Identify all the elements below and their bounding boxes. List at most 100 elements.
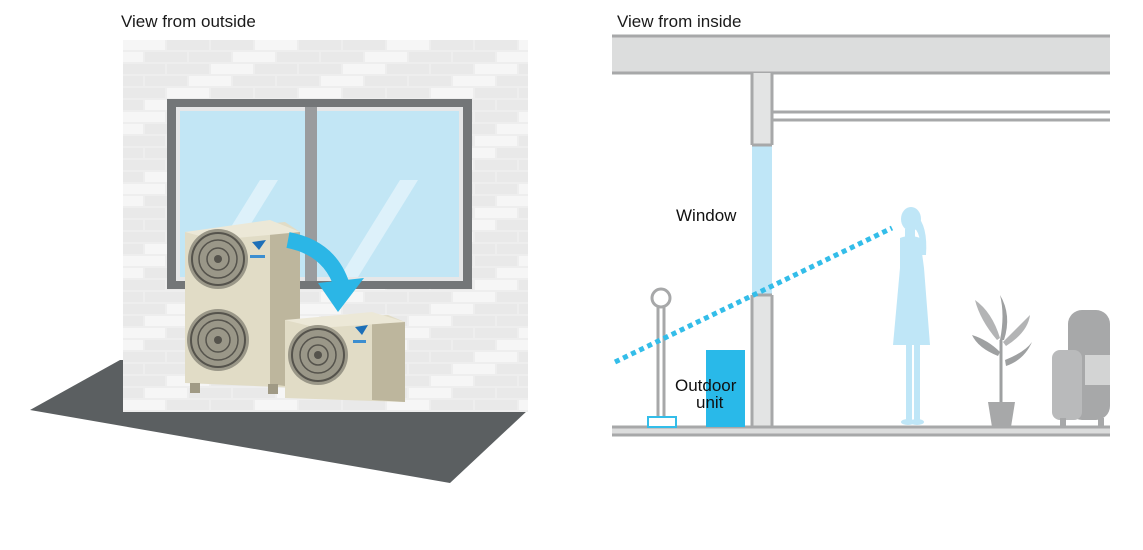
brick	[475, 352, 517, 362]
brand-logo-icon	[252, 240, 266, 250]
model-badge	[250, 255, 265, 258]
brick	[431, 64, 473, 74]
brick	[123, 388, 143, 398]
brick	[475, 280, 517, 290]
armchair	[1052, 310, 1110, 427]
brick	[453, 52, 495, 62]
brick	[145, 268, 187, 278]
brick	[409, 340, 451, 350]
brick	[475, 328, 517, 338]
brick	[519, 208, 528, 218]
brick	[123, 268, 143, 278]
brick	[233, 76, 275, 86]
relocate-arrow	[286, 232, 350, 289]
brick	[453, 364, 495, 374]
brick	[277, 52, 319, 62]
brand-logo-icon	[355, 325, 368, 335]
brick	[343, 64, 385, 74]
brick	[145, 148, 187, 158]
railing-post-top	[650, 287, 672, 309]
brick	[299, 400, 341, 410]
brick	[409, 316, 451, 326]
brick	[255, 40, 297, 50]
brick	[431, 352, 473, 362]
brick	[497, 196, 528, 206]
sightline	[613, 225, 894, 365]
brick	[145, 76, 187, 86]
brick	[453, 340, 495, 350]
brick	[519, 400, 528, 410]
brick	[497, 76, 528, 86]
small-unit-top	[285, 312, 405, 328]
window-pane-right	[316, 111, 459, 277]
brick	[453, 148, 495, 158]
brick	[387, 40, 429, 50]
brick	[453, 196, 495, 206]
brick	[475, 136, 517, 146]
brick	[123, 340, 143, 350]
brick	[299, 304, 341, 314]
brick	[409, 292, 451, 302]
brick	[123, 64, 165, 74]
brick	[123, 136, 165, 146]
brick	[519, 40, 528, 50]
brick	[145, 340, 187, 350]
brick	[123, 88, 165, 98]
brick	[189, 388, 231, 398]
brick	[453, 220, 495, 230]
brick	[123, 148, 143, 158]
brick	[453, 268, 495, 278]
brick	[189, 76, 231, 86]
floor-slab	[612, 427, 1110, 435]
small-unit-side	[372, 317, 405, 402]
brick	[431, 40, 473, 50]
brick	[431, 376, 473, 386]
brick	[475, 376, 517, 386]
brick	[519, 136, 528, 146]
brick	[255, 88, 297, 98]
brick	[387, 64, 429, 74]
brick	[387, 400, 429, 410]
brick	[497, 388, 528, 398]
brick	[189, 52, 231, 62]
brick	[365, 292, 407, 302]
brick	[167, 88, 209, 98]
inside-view-illustration	[612, 34, 1110, 437]
outside-view-illustration	[30, 40, 528, 483]
brick	[453, 292, 495, 302]
brick	[475, 112, 517, 122]
brick	[343, 40, 385, 50]
outdoor-unit-block	[706, 350, 745, 427]
outside-view-panel: View from outside	[0, 0, 560, 550]
brick	[475, 256, 517, 266]
brick	[343, 400, 385, 410]
brick	[255, 64, 297, 74]
brick	[123, 316, 143, 326]
brick	[431, 304, 473, 314]
brick	[409, 76, 451, 86]
brick	[475, 208, 517, 218]
brick	[145, 172, 187, 182]
brick	[123, 352, 165, 362]
brick	[145, 364, 187, 374]
outside-view-caption: View from outside	[121, 12, 256, 31]
brick	[123, 112, 165, 122]
brick	[519, 184, 528, 194]
brick	[123, 400, 165, 410]
brick	[123, 376, 165, 386]
brick	[145, 244, 187, 254]
brick	[519, 352, 528, 362]
brick	[497, 244, 528, 254]
relocate-arrow-head-icon	[318, 278, 364, 312]
brick	[145, 52, 187, 62]
brick	[519, 280, 528, 290]
brick	[211, 88, 253, 98]
brick	[123, 292, 143, 302]
person-silhouette	[893, 207, 930, 425]
brick	[123, 40, 165, 50]
brick	[387, 304, 429, 314]
window-mullion	[305, 107, 317, 281]
brick	[497, 100, 528, 110]
brick	[145, 316, 187, 326]
brick	[497, 52, 528, 62]
